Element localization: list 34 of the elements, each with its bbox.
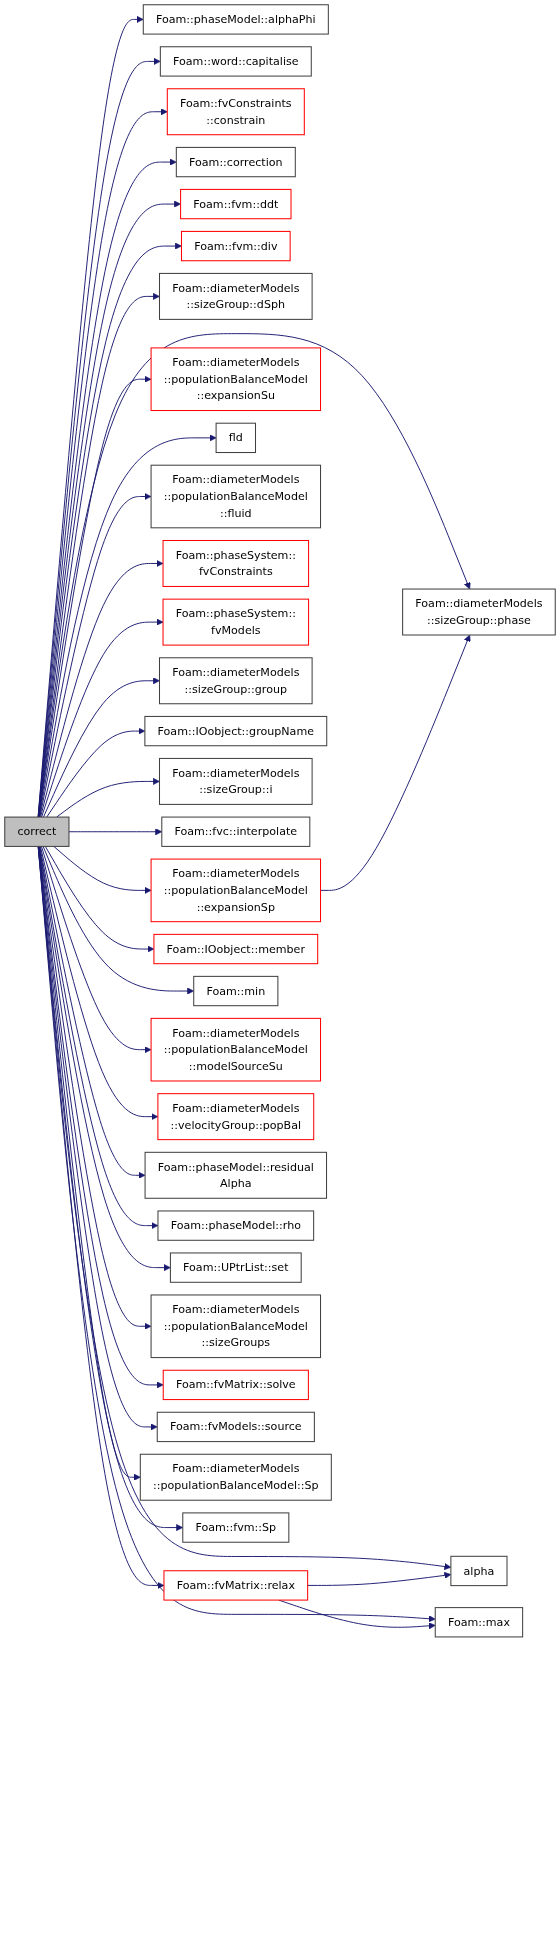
- node-box: Foam::fvMatrix::relax: [163, 1570, 309, 1601]
- node-box: Foam::correction: [175, 146, 296, 178]
- node-box: Foam::fvConstraints ::constrain: [166, 88, 305, 136]
- node-box: Foam::fvc::interpolate: [161, 816, 311, 847]
- node-box: Foam::diameterModels ::populationBalanceModel ::modelSourceSu: [150, 1017, 322, 1082]
- node-box: Foam::diameterModels ::sizeGroup::phase: [402, 588, 556, 636]
- node-box: Foam::max: [434, 1607, 524, 1638]
- node-box: Foam::diameterModels ::populationBalanceModel ::sizeGroups: [150, 1294, 322, 1359]
- node-box: Foam::diameterModels ::populationBalanceModel ::expansionSu: [150, 347, 322, 412]
- node-box: alpha: [450, 1555, 508, 1587]
- node-box: Foam::UPtrList::set: [169, 1252, 302, 1283]
- node-box: Foam::fvModels::source: [156, 1411, 315, 1443]
- node-box: Foam::IOobject::groupName: [144, 715, 328, 747]
- node-box: Foam::diameterModels ::sizeGroup::group: [159, 657, 313, 705]
- node-box: Foam::diameterModels ::sizeGroup::dSph: [159, 272, 313, 320]
- node-box: fld: [215, 422, 257, 454]
- node-box: Foam::phaseSystem:: fvConstraints: [162, 539, 310, 587]
- node-box: Foam::phaseModel::alphaPhi: [142, 4, 329, 35]
- node-box: Foam::min: [193, 975, 279, 1007]
- node-box: Foam::diameterModels ::velocityGroup::popBal: [157, 1093, 315, 1141]
- node-box: Foam::IOobject::member: [153, 933, 319, 965]
- node-box: Foam::phaseModel::residual Alpha: [144, 1151, 328, 1199]
- node-box: Foam::phaseModel::rho: [157, 1210, 315, 1241]
- node-box: Foam::fvm::ddt: [180, 188, 292, 220]
- node-box: Foam::phaseSystem:: fvModels: [162, 598, 310, 646]
- node-box: Foam::diameterModels ::sizeGroup::i: [159, 757, 313, 805]
- node-box: Foam::fvm::Sp: [182, 1512, 290, 1543]
- node-box: correct: [4, 816, 70, 847]
- node-box: Foam::fvMatrix::solve: [162, 1369, 309, 1401]
- node-box: Foam::diameterModels ::populationBalanceModel ::expansionSp: [150, 858, 322, 923]
- node-box: Foam::diameterModels ::populationBalanceModel::Sp: [139, 1453, 332, 1501]
- node-box: Foam::word::capitalise: [159, 46, 312, 77]
- node-box: Foam::fvm::div: [180, 230, 291, 262]
- node-box: Foam::diameterModels ::populationBalanceModel ::fluid: [150, 464, 322, 529]
